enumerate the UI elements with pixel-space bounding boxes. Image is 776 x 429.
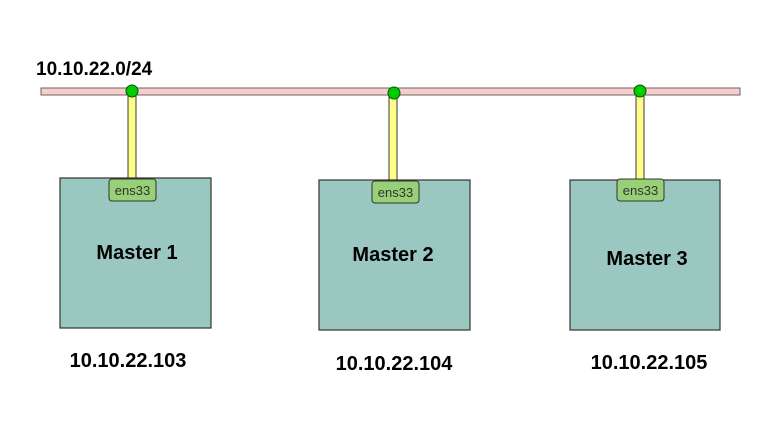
subnet-label: 10.10.22.0/24 (36, 59, 153, 80)
interface-label: ens33 (115, 183, 150, 198)
server-box-3 (569, 179, 721, 331)
master-node-1: ens33 Master 1 10.10.22.103 (59, 84, 212, 372)
interface-label: ens33 (623, 183, 658, 198)
junction-dot-3 (633, 84, 647, 98)
connector-cable-2 (388, 91, 398, 183)
node-name: Master 3 (606, 248, 687, 270)
node-ip: 10.10.22.103 (70, 350, 187, 372)
master-node-3: ens33 Master 3 10.10.22.105 (569, 84, 721, 374)
connector-cable-3 (635, 91, 645, 183)
node-ip: 10.10.22.104 (336, 353, 454, 375)
interface-badge-1 (108, 178, 157, 202)
node-ip: 10.10.22.105 (591, 352, 708, 374)
interface-badge-2 (371, 180, 420, 204)
node-name: Master 2 (352, 244, 433, 266)
junction-dot-2 (387, 86, 401, 100)
master-node-2: ens33 Master 2 10.10.22.104 (318, 86, 471, 375)
node-name: Master 1 (96, 242, 177, 264)
server-box-1 (59, 177, 212, 329)
junction-dot-1 (125, 84, 139, 98)
interface-badge-3 (616, 178, 665, 202)
interface-label: ens33 (378, 185, 413, 200)
server-box-2 (318, 179, 471, 331)
connector-cable-1 (127, 91, 137, 183)
